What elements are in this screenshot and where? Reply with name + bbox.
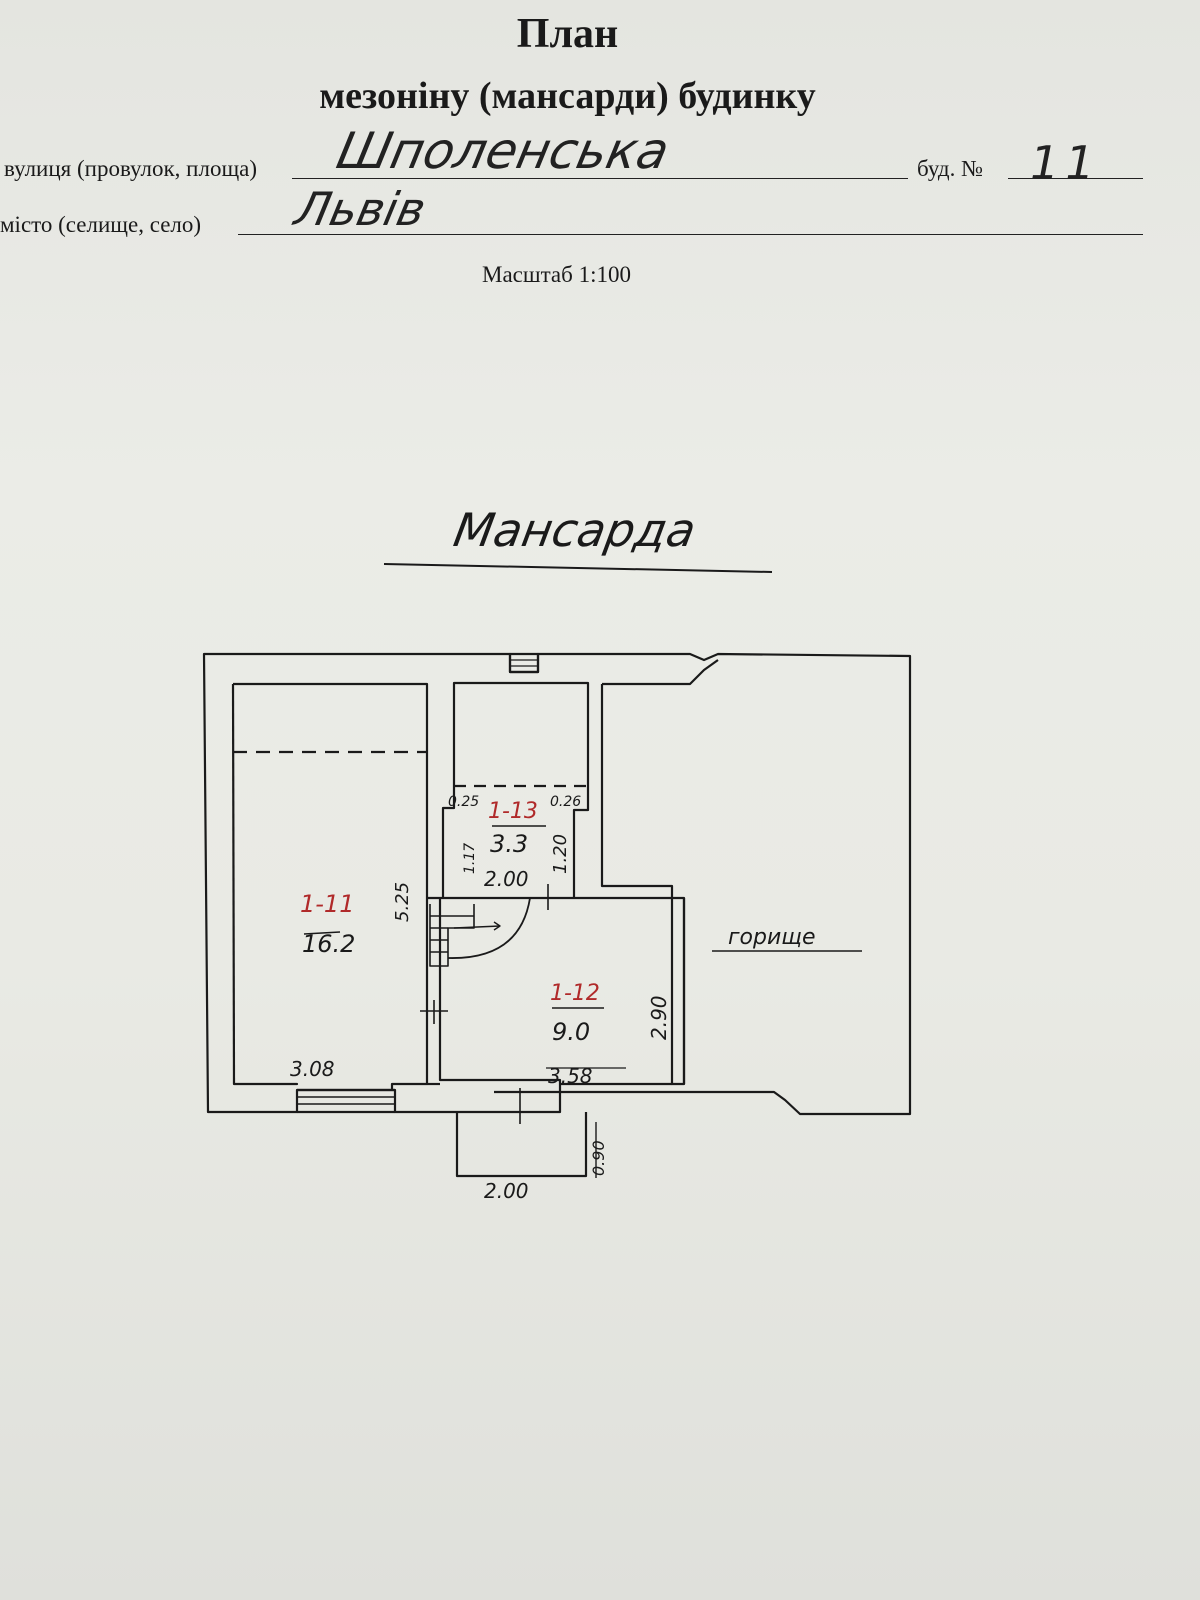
room-1-12-id: 1-12 [550, 981, 600, 1006]
dim-2-00-closet: 2.00 [484, 867, 529, 891]
room-1-13-id: 1-13 [488, 799, 538, 824]
dim-0-26: 0.26 [550, 794, 581, 810]
city-rule [238, 234, 1143, 235]
porch [455, 1112, 588, 1178]
dim-5-25: 5.25 [392, 882, 413, 922]
stair-curve [447, 897, 531, 959]
room-1-12-area: 9.0 [552, 1018, 590, 1046]
attic-label: горище [728, 925, 816, 950]
plan-title-underline [383, 563, 773, 573]
room-1-13-walls [441, 681, 590, 898]
street-rule [292, 178, 908, 179]
dim-0-90: 0.90 [589, 1140, 608, 1176]
document-title: План [516, 11, 619, 57]
room-1-13-area: 3.3 [490, 830, 528, 858]
dim-1-20: 1.20 [550, 834, 571, 874]
plan-labels: Мансарда 1-11 16.2 1-12 9.0 1-13 3.3 гор… [290, 503, 816, 1203]
house-label: буд. № [917, 156, 984, 181]
dim-0-25: 0.25 [448, 794, 479, 810]
house-rule [1008, 178, 1143, 179]
dim-2-00-porch: 2.00 [484, 1179, 529, 1203]
house-value: 11 [1030, 136, 1101, 190]
room-1-11-id: 1-11 [300, 890, 354, 918]
stairs [429, 904, 475, 967]
attic-wall [574, 659, 719, 1086]
street-label: вулиця (провулок, площа) [4, 156, 258, 181]
plan-title: Мансарда [450, 503, 700, 557]
room-1-11-area: 16.2 [302, 930, 355, 958]
dim-3-58: 3.58 [548, 1064, 593, 1088]
scale-label: Масштаб 1:100 [482, 262, 631, 287]
dim-3-08: 3.08 [290, 1057, 335, 1081]
dim-1-17: 1.17 [462, 843, 478, 874]
city-label: місто (селище, село) [0, 212, 202, 237]
document-subtitle: мезоніну (мансарди) будинку [319, 75, 816, 117]
dim-2-90: 2.90 [647, 995, 671, 1040]
